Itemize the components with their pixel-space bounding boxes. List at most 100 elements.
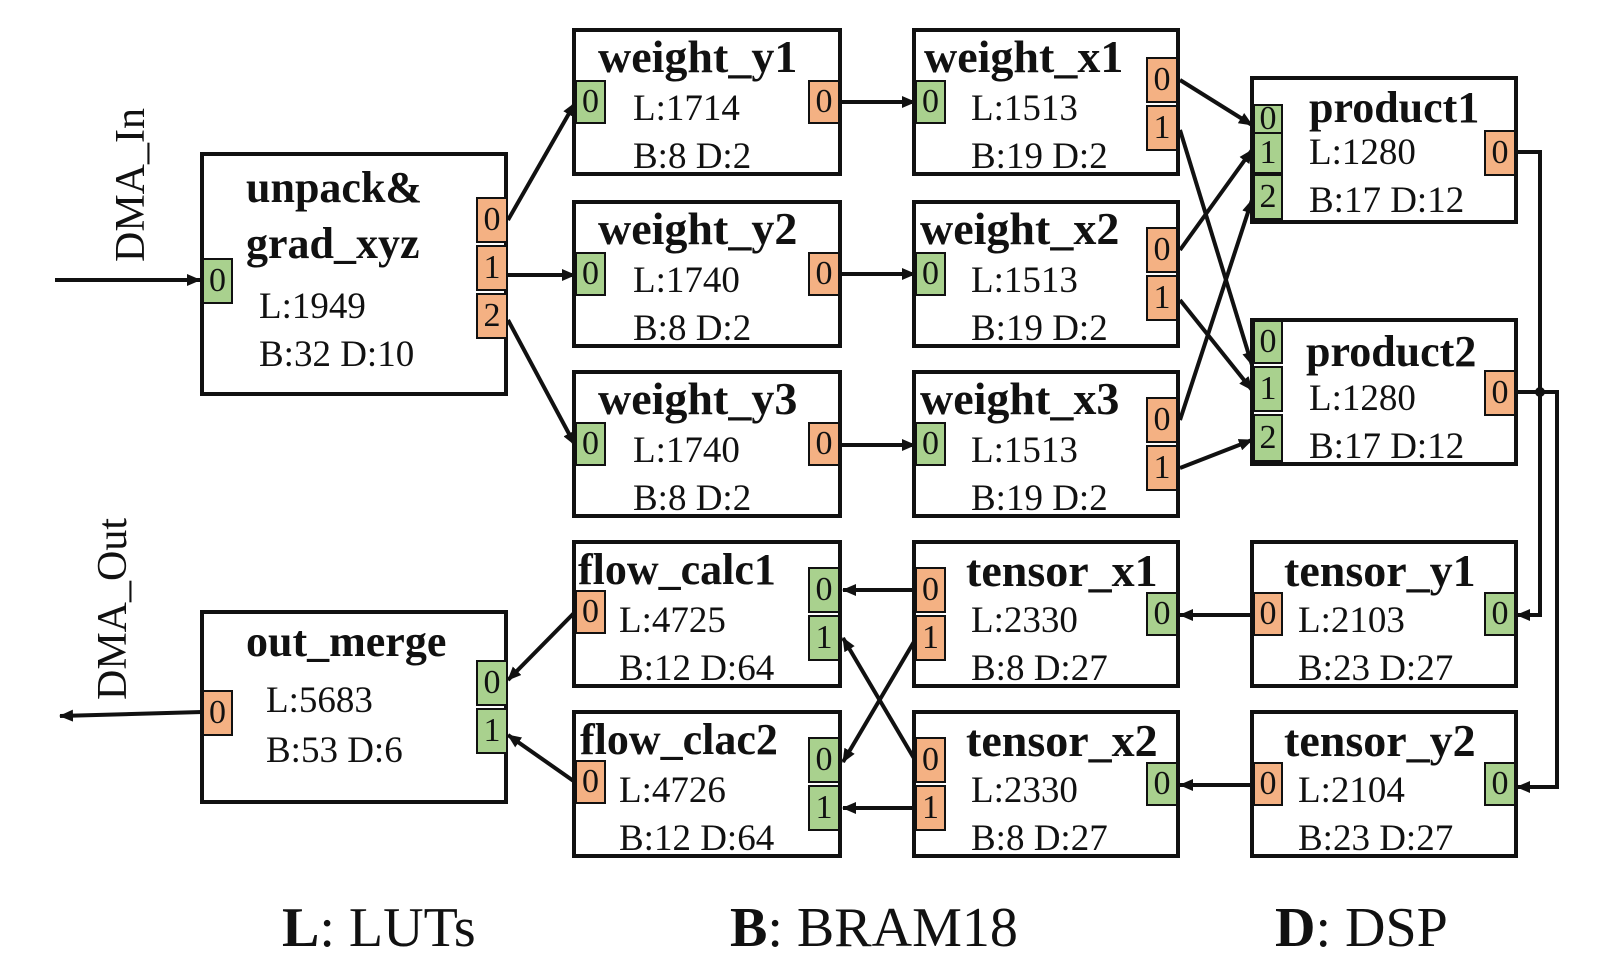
module-name: weight_y2 (598, 203, 798, 254)
bram-dsp-count: B:8 D:2 (633, 308, 752, 349)
wire-unpack0-wy1 (506, 102, 577, 221)
input-port: 1 (808, 785, 840, 831)
wire-fc1-om0 (506, 610, 577, 682)
output-port: 0 (1484, 370, 1516, 416)
wire-p2-ty2 (1515, 390, 1559, 793)
wire-p1-ty1 (1515, 150, 1542, 621)
luts-count: L:1714 (633, 88, 740, 129)
module-name: grad_xyz (246, 219, 420, 268)
bram-dsp-count: B:53 D:6 (266, 730, 403, 771)
wire-wx2o0-p1i1 (1178, 148, 1254, 252)
output-port: 0 (1484, 130, 1516, 176)
legend-key: L (282, 897, 320, 959)
luts-count: L:2103 (1298, 600, 1405, 641)
module-name: tensor_y2 (1284, 715, 1476, 766)
bram-dsp-count: B:23 D:27 (1298, 818, 1454, 859)
luts-count: L:2330 (971, 770, 1078, 811)
output-port: 0 (1146, 397, 1178, 443)
module-name: tensor_x2 (966, 715, 1158, 766)
input-port: 2 (1253, 174, 1283, 220)
module-weight-x1: weight_x1 L:1513 B:19 D:2 (912, 28, 1180, 176)
module-out-merge: out_merge L:5683 B:53 D:6 (200, 610, 508, 804)
input-port: 0 (915, 80, 946, 124)
module-name: product1 (1309, 83, 1480, 132)
output-port: 0 (575, 590, 606, 634)
legend-dsp: D: DSP (1275, 900, 1448, 956)
module-name: weight_y3 (598, 373, 798, 424)
output-port: 0 (202, 690, 233, 736)
legend-key: D (1275, 897, 1316, 959)
bram-dsp-count: B:19 D:2 (971, 478, 1108, 519)
module-product1: product1 L:1280 B:17 D:12 (1250, 76, 1518, 224)
legend-key: B (730, 897, 768, 959)
legend-text: : BRAM18 (767, 897, 1018, 959)
output-port: 0 (476, 197, 508, 243)
luts-count: L:1740 (633, 260, 740, 301)
input-port: 2 (1253, 414, 1283, 462)
module-flow-clac2: flow_clac2 L:4726 B:12 D:64 (572, 710, 842, 858)
luts-count: L:4725 (619, 600, 726, 641)
input-port: 0 (915, 422, 946, 466)
luts-count: L:4726 (619, 770, 726, 811)
output-port: 0 (1146, 57, 1178, 103)
luts-count: L:1949 (259, 286, 366, 327)
input-port: 0 (1146, 762, 1178, 806)
module-tensor-y1: tensor_y1 L:2103 B:23 D:27 (1250, 540, 1518, 688)
wire-wx2o1-p2i1 (1178, 298, 1254, 392)
module-product2: product2 L:1280 B:17 D:12 (1250, 318, 1518, 466)
luts-count: L:1740 (633, 430, 740, 471)
input-port: 1 (476, 708, 508, 754)
output-port: 1 (915, 785, 946, 831)
module-unpack-grad-xyz: unpack& grad_xyz L:1949 B:32 D:10 (200, 152, 508, 396)
module-name: tensor_x1 (966, 545, 1158, 596)
wire-tx2o0-fc1i1 (841, 636, 917, 762)
module-name: weight_x2 (920, 203, 1120, 254)
module-name: weight_x3 (920, 373, 1120, 424)
input-port: 0 (575, 422, 606, 466)
input-port: 0 (915, 252, 946, 296)
input-port: 0 (1484, 762, 1516, 806)
input-port: 1 (1253, 366, 1283, 412)
bram-dsp-count: B:8 D:27 (971, 648, 1108, 689)
module-weight-y2: weight_y2 L:1740 B:8 D:2 (572, 200, 842, 348)
module-name: unpack& (246, 163, 423, 212)
output-port: 1 (915, 615, 946, 661)
module-weight-y3: weight_y3 L:1740 B:8 D:2 (572, 370, 842, 518)
output-port: 0 (808, 422, 840, 466)
legend-bram: B: BRAM18 (730, 900, 1018, 956)
input-port: 0 (476, 660, 508, 706)
bram-dsp-count: B:8 D:27 (971, 818, 1108, 859)
module-tensor-x1: tensor_x1 L:2330 B:8 D:27 (912, 540, 1180, 688)
input-port: 0 (575, 80, 606, 124)
module-name: tensor_y1 (1284, 545, 1476, 596)
module-name: product2 (1306, 327, 1477, 376)
luts-count: L:1513 (971, 88, 1078, 129)
wire-fc2-om1 (506, 733, 577, 784)
legend-text: : DSP (1315, 897, 1448, 959)
luts-count: L:1513 (971, 430, 1078, 471)
output-port: 0 (1253, 592, 1283, 636)
luts-count: L:1280 (1309, 132, 1416, 173)
module-name: out_merge (246, 617, 447, 666)
output-port: 2 (476, 293, 508, 339)
luts-count: L:5683 (266, 680, 373, 721)
output-port: 0 (575, 760, 606, 804)
input-port: 0 (1253, 320, 1283, 364)
wire-unpack2-wy3 (506, 319, 577, 446)
dma-out-arrow (59, 709, 203, 722)
input-port: 0 (1484, 592, 1516, 636)
bram-dsp-count: B:19 D:2 (971, 308, 1108, 349)
input-port: 0 (575, 252, 606, 296)
output-port: 1 (476, 245, 508, 291)
output-port: 0 (1146, 227, 1178, 273)
module-name: weight_x1 (924, 31, 1124, 82)
wire-wx3o1-p2i2 (1179, 438, 1253, 470)
wire-wx1o0-p1i0 (1178, 78, 1254, 127)
legend-text: : LUTs (319, 897, 476, 959)
wire-wx1o1-p2i0 (1178, 129, 1254, 366)
input-port: 0 (808, 737, 840, 783)
bram-dsp-count: B:23 D:27 (1298, 648, 1454, 689)
luts-count: L:2330 (971, 600, 1078, 641)
wire-wx3o0-p1i2 (1178, 199, 1254, 421)
module-weight-x2: weight_x2 L:1513 B:19 D:2 (912, 200, 1180, 348)
